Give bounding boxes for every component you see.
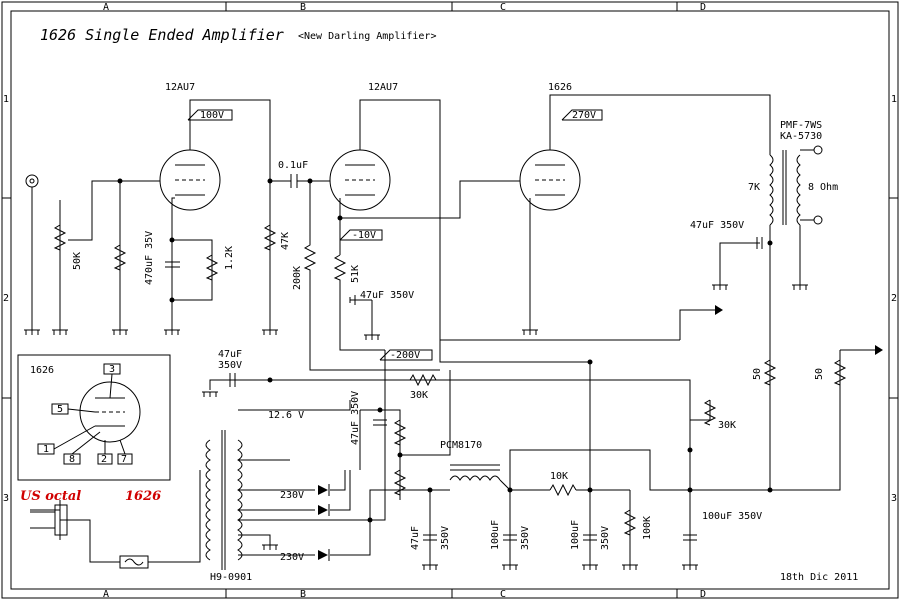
c-47u-rail-label-1: 47uF (218, 349, 242, 360)
schematic-title: 1626 Single Ended Amplifier (40, 26, 284, 44)
rectifier-diodes (318, 484, 330, 561)
v2-cathode-voltage: -10V (352, 230, 376, 241)
schematic-subtitle: <New Darling Amplifier> (298, 31, 436, 42)
c-47u-filter-label-1: 47uF (410, 526, 421, 550)
row-label-1-right: 1 (891, 94, 897, 105)
coupling-cap-label: 0.1uF (278, 160, 308, 171)
output-transformer-label-1: PMF-7WS (780, 120, 822, 131)
row-label-3-right: 3 (891, 493, 897, 504)
col-label-c-bottom: C (500, 589, 506, 600)
socket-type-label: US octal (20, 489, 81, 504)
col-label-a-top: A (103, 2, 109, 13)
row-label-3-left: 3 (3, 493, 9, 504)
c-100u-a-label-2: 350V (520, 526, 531, 550)
pin-1-label: 1 (43, 444, 49, 455)
pin-5-label: 5 (57, 404, 63, 415)
c-47u-rail-label-2: 350V (218, 360, 242, 371)
c-47u-neg-label: 47uF 350V (350, 391, 361, 445)
frame-column-labels: A B C D A B C D 1 2 3 1 2 3 (3, 2, 897, 600)
tube-v2-label: 12AU7 (368, 82, 398, 93)
v1-plate-voltage: 100V (200, 110, 224, 121)
r-50-label-b: 50 (814, 368, 825, 380)
heater-voltage: 12.6 V (268, 410, 304, 421)
capacitors (165, 237, 763, 541)
r-200k-label: 200K (292, 266, 303, 290)
pin-7-label: 7 (121, 454, 127, 465)
secondary-voltage-b: 230V (280, 552, 304, 563)
row-label-1-left: 1 (3, 94, 9, 105)
tube-v3 (519, 149, 581, 211)
row-label-2-right: 2 (891, 293, 897, 304)
c-47u-opt-label: 47uF 350V (690, 220, 744, 231)
col-label-d-bottom: D (700, 589, 706, 600)
r-30k-label-a: 30K (410, 390, 428, 401)
c-100u-a-label-1: 100uF (490, 520, 501, 550)
c-47u-cathode-label: 47uF 350V (360, 290, 414, 301)
tube-v1 (159, 149, 221, 240)
opt-secondary-impedance: 8 Ohm (808, 182, 838, 193)
opt-primary-impedance: 7K (748, 182, 760, 193)
r-30k-label-b: 30K (718, 420, 736, 431)
tube-pinout-inset: 1626 3 5 1 8 2 7 (17, 354, 171, 481)
r-1k2-label: 1.2K (224, 246, 235, 270)
col-label-a-bottom: A (103, 589, 109, 600)
c-470u-label: 470uF 35V (144, 231, 155, 285)
ac-plug-icon (30, 504, 68, 536)
component-labels: 0.1uF 47K 200K 51K 47uF 350V 47uF 350V 3… (72, 120, 838, 583)
wires (25, 94, 883, 570)
ground-symbols (24, 284, 808, 570)
secondary-voltage-a: 230V (280, 490, 304, 501)
c-100u-c-label: 100uF 350V (702, 511, 762, 522)
tube-v2 (329, 149, 391, 211)
c-100u-b-label-1: 100uF (570, 520, 581, 550)
pot-50k-label: 50K (72, 252, 83, 270)
junction-dots (117, 178, 773, 523)
col-label-c-top: C (500, 2, 506, 13)
power-transformer-label: H9-0901 (210, 572, 252, 583)
pin-2-label: 2 (101, 454, 107, 465)
choke-label: PCM8170 (440, 440, 482, 451)
drawing-date: 18th Dic 2011 (780, 572, 858, 583)
pin-3-label: 3 (109, 364, 115, 375)
r-100k-label: 100K (642, 516, 653, 540)
col-label-b-bottom: B (300, 589, 306, 600)
inset-tube-name: 1626 (30, 365, 54, 376)
r-47k-label: 47K (280, 232, 291, 250)
r-51k-label: 51K (350, 265, 361, 283)
r-10k-label: 10K (550, 471, 568, 482)
col-label-d-top: D (700, 2, 706, 13)
r-50-label-a: 50 (752, 368, 763, 380)
c-100u-b-label-2: 350V (600, 526, 611, 550)
v3-plate-voltage: 270V (572, 110, 596, 121)
tube-v3-label: 1626 (548, 82, 572, 93)
pin-8-label: 8 (69, 454, 75, 465)
socket-tube-label: 1626 (125, 489, 161, 504)
tube-v1-label: 12AU7 (165, 82, 195, 93)
row-label-2-left: 2 (3, 293, 9, 304)
output-transformer-label-2: KA-5730 (780, 131, 822, 142)
negative-supply-voltage: -200V (390, 350, 420, 361)
col-label-b-top: B (300, 2, 306, 13)
voltage-tags: 100V 270V -10V -200V (187, 109, 603, 361)
c-47u-filter-label-2: 350V (440, 526, 451, 550)
